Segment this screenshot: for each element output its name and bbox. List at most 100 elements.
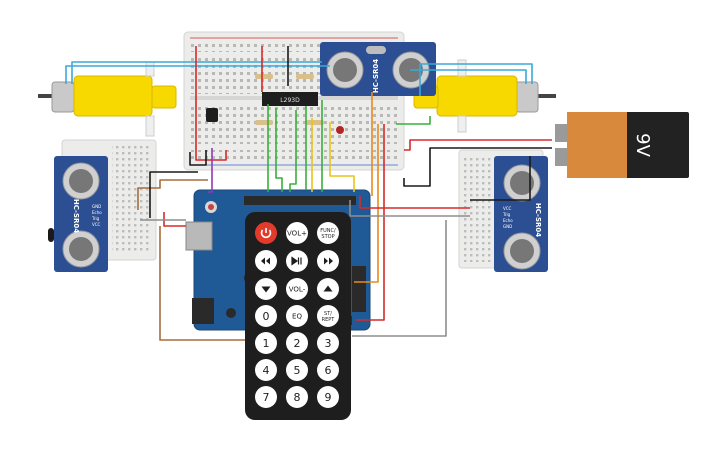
remote-button-face[interactable] <box>286 332 308 354</box>
battery: 9V <box>555 112 689 178</box>
ultrasonic-left-pin-2: Echo <box>92 210 102 215</box>
remote-button-label: 6 <box>325 364 332 377</box>
ultrasonic-top-label: HC-SR04 <box>372 59 380 93</box>
remote-button-fast-forward[interactable] <box>317 250 339 272</box>
remote-button-face[interactable] <box>317 222 339 244</box>
remote-button-vol-plus[interactable]: VOL+ <box>286 222 308 244</box>
wire <box>71 61 322 84</box>
remote-button-0[interactable]: 0 <box>255 305 277 327</box>
remote-button-label: 7 <box>263 391 270 404</box>
remote-button-st-rept[interactable]: ST/REPT <box>317 305 339 327</box>
ultrasonic-right-pin-3: Echo <box>503 218 513 223</box>
wire <box>137 179 208 210</box>
wire <box>352 220 447 337</box>
ultrasonic-left-label: HC-SR04 <box>72 199 80 233</box>
wire <box>396 116 431 125</box>
remote-button-label-line2: REPT <box>322 317 336 323</box>
wire <box>159 226 248 341</box>
remote-button-2[interactable]: 2 <box>286 332 308 354</box>
remote-button-face[interactable] <box>255 359 277 381</box>
remote-button-power[interactable] <box>255 222 277 244</box>
remote-button-3[interactable]: 3 <box>317 332 339 354</box>
remote-button-face[interactable] <box>255 332 277 354</box>
ultrasonic-right-pin-4: GND <box>503 224 512 229</box>
remote-button-face[interactable] <box>317 386 339 408</box>
remote-button-label: 1 <box>263 337 270 350</box>
remote-button-8[interactable]: 8 <box>286 386 308 408</box>
remote-button-4[interactable]: 4 <box>255 359 277 381</box>
remote-button-up[interactable] <box>317 278 339 300</box>
remote-button-label: FUNC/ <box>320 228 336 234</box>
remote-button-label: 5 <box>294 364 301 377</box>
wire <box>208 148 213 193</box>
play-pause-icon <box>291 256 302 266</box>
remote-button-down[interactable] <box>255 278 277 300</box>
wire <box>470 156 531 201</box>
wire <box>329 122 355 192</box>
remote-button-face[interactable] <box>317 359 339 381</box>
remote-button-face[interactable] <box>286 305 308 327</box>
remote-button-label: VOL- <box>289 286 306 294</box>
remote-button-label: EQ <box>292 313 302 321</box>
up-triangle-icon <box>323 285 333 292</box>
remote-button-face[interactable] <box>317 305 339 327</box>
remote-button-grid: VOL+ FUNC/STOP VOL- 0 EQ ST/REPT 1 2 3 4 5 6 7 8 9 <box>255 222 339 408</box>
l293d-label: L293D <box>280 97 300 104</box>
remote-button-9[interactable]: 9 <box>317 386 339 408</box>
wire <box>289 110 297 192</box>
remote-button-face[interactable] <box>317 332 339 354</box>
ultrasonic-right-pin-2: Trig <box>502 212 511 217</box>
rewind-icon <box>261 257 270 265</box>
remote-button-vol-minus[interactable]: VOL- <box>286 278 308 300</box>
remote-button-face[interactable] <box>286 222 308 244</box>
battery-label: 9V <box>632 133 653 157</box>
remote-button-play-pause[interactable] <box>286 250 308 272</box>
fast-forward-icon <box>324 257 333 265</box>
wire <box>359 196 470 209</box>
remote-button-face[interactable] <box>255 305 277 327</box>
wire <box>189 150 207 166</box>
remote-button-6[interactable]: 6 <box>317 359 339 381</box>
ultrasonic-sensor-right: HC-SR04 VCC Trig Echo GND <box>494 156 548 272</box>
ultrasonic-sensor-left: HC-SR04 GND Echo Trig VCC <box>48 156 108 272</box>
remote-button-label-line2: STOP <box>321 234 334 240</box>
remote-button-label: 9 <box>325 391 332 404</box>
remote-button-5[interactable]: 5 <box>286 359 308 381</box>
l293d-driver-chip: L293D <box>262 92 318 106</box>
remote-button-face[interactable] <box>255 386 277 408</box>
remote-button-label: 3 <box>325 337 332 350</box>
wire <box>354 124 379 283</box>
remote-button-label: 4 <box>263 364 270 377</box>
remote-button-label: 8 <box>294 391 301 404</box>
wire <box>403 147 552 187</box>
wire <box>163 212 186 227</box>
ultrasonic-left-pin-4: VCC <box>92 222 101 227</box>
led <box>336 126 344 134</box>
wire <box>149 171 198 218</box>
wire <box>349 200 470 217</box>
remote-button-label: 2 <box>294 337 301 350</box>
left-motor <box>38 61 177 137</box>
ir-receiver <box>206 108 218 122</box>
remote-button-label: ST/ <box>324 311 332 317</box>
remote-button-1[interactable]: 1 <box>255 332 277 354</box>
remote-button-eq[interactable]: EQ <box>286 305 308 327</box>
remote-button-func-stop[interactable]: FUNC/STOP <box>317 222 339 244</box>
wire <box>404 139 552 151</box>
wire <box>275 108 283 192</box>
down-triangle-icon <box>261 286 271 293</box>
remote-button-rewind[interactable] <box>255 250 277 272</box>
remote-button-label: VOL+ <box>287 230 307 238</box>
remote-button-label: 0 <box>263 310 270 323</box>
wire <box>356 124 385 321</box>
remote-button-7[interactable]: 7 <box>255 386 277 408</box>
ultrasonic-right-pin-1: VCC <box>503 206 512 211</box>
wire <box>65 65 330 84</box>
wires <box>65 46 552 341</box>
remote-button-face[interactable] <box>286 278 308 300</box>
wire <box>195 46 227 161</box>
remote-button-face[interactable] <box>286 359 308 381</box>
ultrasonic-right-label: HC-SR04 <box>534 203 542 237</box>
remote-button-face[interactable] <box>286 386 308 408</box>
